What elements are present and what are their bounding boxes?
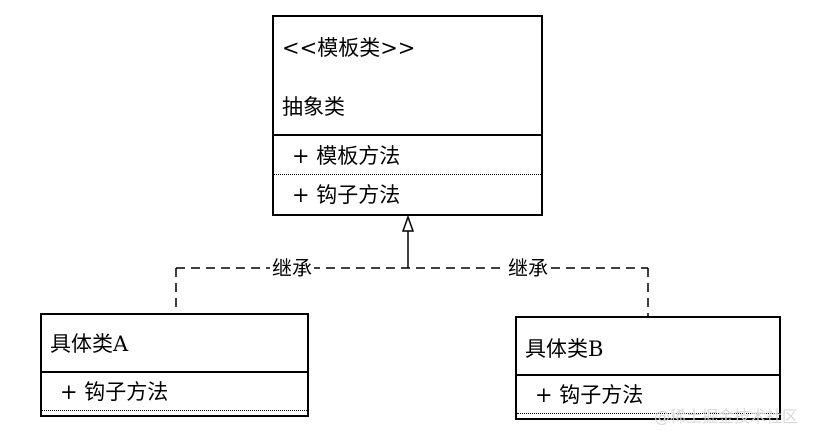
concrete-class-a-bottom-separator [42, 410, 307, 411]
concrete-class-b-method: + 钩子方法 [535, 383, 644, 407]
concrete-class-b-name: 具体类B [525, 337, 604, 361]
concrete-class-a-box: 具体类A + 钩子方法 [40, 313, 309, 417]
concrete-class-a-divider [42, 371, 307, 373]
concrete-class-b-divider [517, 374, 779, 376]
concrete-class-b-box: 具体类B + 钩子方法 [515, 316, 781, 420]
watermark: @稀土掘金技术社区 [654, 407, 799, 426]
abstract-class-name: 抽象类 [282, 95, 345, 119]
abstract-class-stereotype: <<模板类>> [282, 36, 416, 60]
inheritance-label-b: 继承 [506, 256, 550, 280]
abstract-class-method: + 模板方法 [292, 144, 401, 168]
abstract-class-box: <<模板类>> 抽象类 + 模板方法 + 钩子方法 [272, 15, 543, 216]
abstract-class-divider [274, 134, 541, 136]
concrete-class-b-bottom-separator [517, 413, 779, 414]
concrete-class-a-name: 具体类A [50, 332, 129, 356]
abstract-class-method-separator [274, 174, 541, 175]
concrete-class-a-method: + 钩子方法 [60, 380, 169, 404]
inheritance-label-a: 继承 [270, 256, 314, 280]
generalization-arrowhead [401, 214, 415, 232]
abstract-class-method: + 钩子方法 [292, 183, 401, 207]
